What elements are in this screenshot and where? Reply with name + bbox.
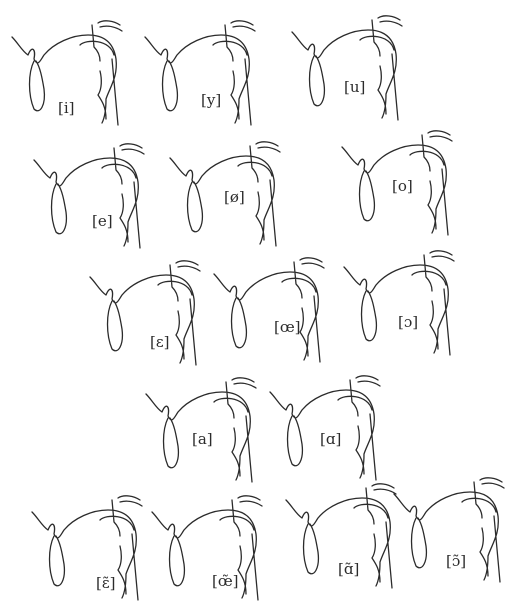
section-open-o: [ɔ] (344, 251, 454, 355)
vocal-tract-outline (34, 144, 144, 248)
vocal-tract-outline (32, 496, 142, 600)
ipa-label: [ɛ] (150, 333, 169, 351)
vocal-tract-outline (270, 376, 380, 480)
ipa-label: [ɔ̃] (446, 552, 466, 570)
vocal-tract-outline (90, 261, 200, 365)
section-oe-ligature: [œ] (214, 258, 324, 362)
vocal-tract-outline (292, 16, 402, 120)
vocal-tract-outline (344, 251, 454, 355)
ipa-label: [u] (344, 78, 365, 96)
ipa-label: [o] (392, 177, 413, 195)
vocal-tract-outline (152, 496, 262, 600)
ipa-label: [œ̃] (212, 572, 239, 590)
section-a: [a] (146, 378, 256, 482)
section-epsilon: [ɛ] (90, 261, 200, 365)
section-nasal-alpha: [ɑ̃] (286, 484, 396, 588)
vocal-tract-outline (214, 258, 324, 362)
vocal-tract-outline (145, 21, 255, 125)
ipa-label: [i] (58, 99, 75, 117)
section-nasal-oe: [œ̃] (152, 496, 262, 600)
ipa-label: [y] (201, 91, 221, 109)
section-oe-slash: [ø] (170, 142, 280, 246)
section-nasal-open-o: [ɔ̃] (394, 478, 504, 582)
ipa-label: [ɑ̃] (338, 560, 359, 578)
section-i: [i] (12, 21, 122, 125)
ipa-label: [œ] (274, 318, 301, 336)
section-nasal-epsilon: [ɛ̃] (32, 496, 142, 600)
ipa-label: [ɔ] (398, 313, 418, 331)
section-y: [y] (145, 21, 255, 125)
ipa-label: [e] (92, 212, 113, 230)
section-o: [o] (342, 131, 452, 235)
section-e: [e] (34, 144, 144, 248)
ipa-label: [ɛ̃] (96, 574, 115, 592)
section-u: [u] (292, 16, 402, 120)
ipa-label: [a] (192, 430, 213, 448)
section-alpha: [ɑ] (270, 376, 380, 480)
ipa-label: [ɑ] (320, 430, 341, 448)
ipa-label: [ø] (224, 188, 245, 206)
